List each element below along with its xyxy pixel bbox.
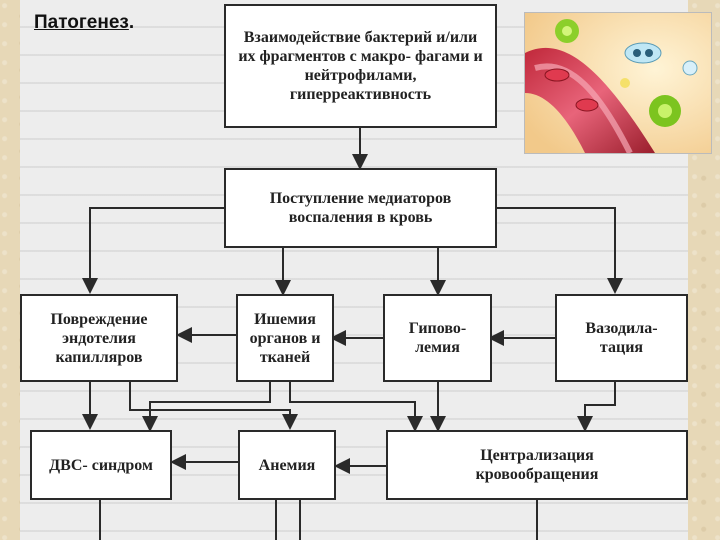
arrow-ischemia-centralization bbox=[289, 382, 423, 432]
box-endothelium: Повреждение эндотелия капилляров bbox=[20, 294, 178, 382]
arrow-mediators-vasodilation bbox=[497, 207, 623, 294]
box-vasodilation: Вазодила- тация bbox=[555, 294, 688, 382]
box-dic: ДВС- синдром bbox=[30, 430, 172, 500]
bacterium-green-1 bbox=[649, 95, 681, 127]
box-mediators: Поступление медиаторов воспаления в кров… bbox=[224, 168, 497, 248]
box-anemia: Анемия bbox=[238, 430, 336, 500]
box-ischemia: Ишемия органов и тканей bbox=[236, 294, 334, 382]
box-hypovolemia: Гипово- лемия bbox=[383, 294, 492, 382]
bacteria-illustration bbox=[524, 12, 712, 154]
box-centralization: Централизация кровообращения bbox=[386, 430, 688, 500]
bacterium-blue bbox=[624, 42, 662, 64]
arrow-mediators-endothelium bbox=[82, 207, 225, 294]
arrow-vasodilation-centralization bbox=[577, 382, 616, 432]
arrow-ischemia-dic bbox=[142, 382, 271, 432]
bacterium-green-2 bbox=[555, 19, 579, 43]
box-interaction: Взаимодействие бактерий и/или их фрагмен… bbox=[224, 4, 497, 128]
slide-title: Патогенез. bbox=[34, 12, 135, 33]
arrow-endothelium-anemia bbox=[129, 382, 298, 430]
